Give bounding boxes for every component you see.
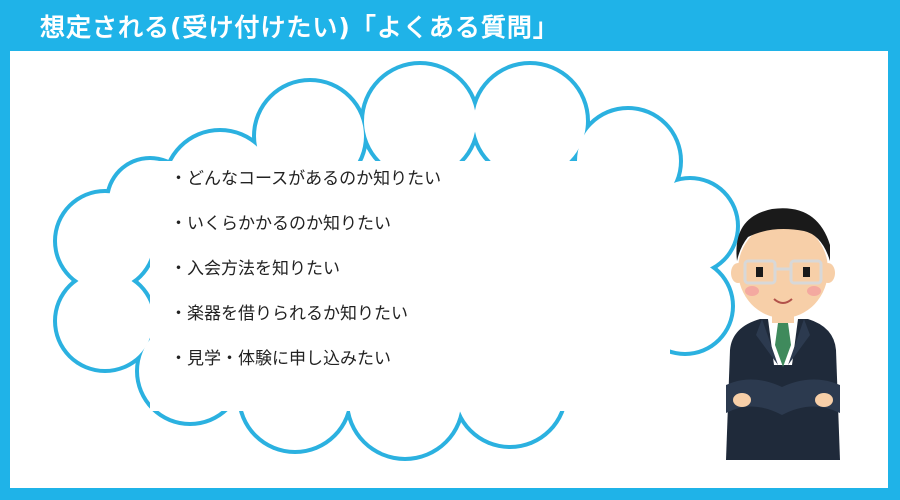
slide-title: 想定される(受け付けたい)「よくある質問」 bbox=[40, 13, 559, 42]
businessman-arms-crossed-icon bbox=[726, 208, 840, 460]
list-item: ・いくらかかるのか知りたい bbox=[170, 214, 391, 234]
list-item: ・見学・体験に申し込みたい bbox=[170, 349, 391, 369]
list-item: ・入会方法を知りたい bbox=[170, 259, 340, 279]
list-item: ・楽器を借りられるか知りたい bbox=[170, 304, 408, 324]
thought-bubble-icon bbox=[53, 61, 740, 461]
content-panel bbox=[10, 51, 888, 488]
list-item: ・どんなコースがあるのか知りたい bbox=[170, 169, 442, 189]
faq-list: ・どんなコースがあるのか知りたい ・いくらかかるのか知りたい ・入会方法を知りた… bbox=[170, 165, 441, 390]
